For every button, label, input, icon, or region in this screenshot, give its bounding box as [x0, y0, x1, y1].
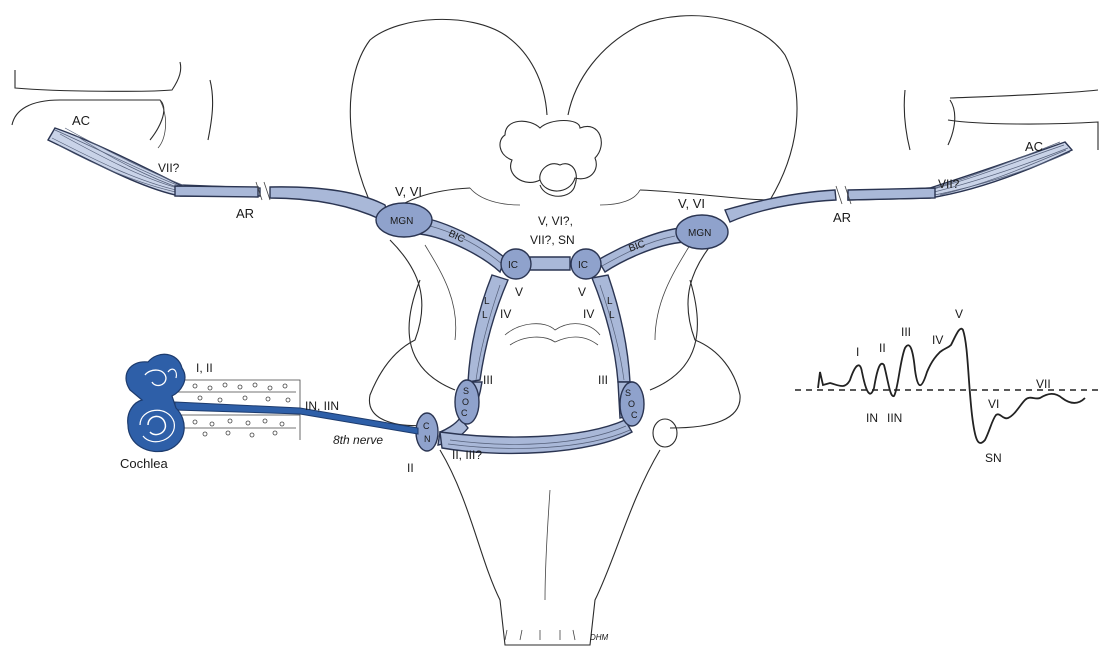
- label-v-right: V: [578, 285, 586, 299]
- label-v-vi-right: V, VI: [678, 196, 705, 211]
- label-trough-iin: IIN: [887, 411, 902, 425]
- label-ac-right: AC: [1025, 139, 1043, 154]
- label-ll-left-1: L: [484, 296, 490, 307]
- label-ic-left: IC: [508, 260, 518, 271]
- label-peak-v: V: [955, 307, 963, 321]
- label-ic-right: IC: [578, 260, 588, 271]
- label-soc-left-c: C: [461, 408, 468, 418]
- label-ll-right-1: L: [607, 296, 613, 307]
- left-auditory-cortex: [12, 62, 260, 196]
- label-iii-left: III: [483, 373, 493, 387]
- label-ii-iii: II, III?: [452, 448, 482, 462]
- label-v-vi-left: V, VI: [395, 184, 422, 199]
- label-soc-left-o: O: [462, 397, 469, 407]
- label-center-top: V, VI?,: [538, 214, 573, 228]
- abr-waveform: [795, 329, 1100, 443]
- label-cochlea: Cochlea: [120, 456, 168, 471]
- label-soc-left-s: S: [463, 386, 469, 396]
- label-ar-left: AR: [236, 206, 254, 221]
- label-vii-left: VII?: [158, 161, 180, 175]
- label-mgn-right: MGN: [688, 228, 711, 239]
- label-peak-iii: III: [901, 325, 911, 339]
- label-peak-iv: IV: [932, 333, 943, 347]
- label-center-bottom: VII?, SN: [530, 233, 575, 247]
- right-auditory-cortex: [848, 90, 1098, 200]
- label-soc-right-c: C: [631, 410, 638, 420]
- label-v-left: V: [515, 285, 523, 299]
- label-peak-vii: VII: [1036, 377, 1051, 391]
- label-peak-ii: II: [879, 341, 886, 355]
- label-soc-right-s: S: [625, 388, 631, 398]
- label-trough-in: IN: [866, 411, 878, 425]
- label-ar-right: AR: [833, 210, 851, 225]
- cn-nucleus: [416, 413, 438, 451]
- label-signature: DHM: [590, 633, 609, 642]
- label-vii-right: VII?: [938, 177, 960, 191]
- label-iii-right: III: [598, 373, 608, 387]
- label-peak-vi: VI: [988, 397, 999, 411]
- label-cn-n: N: [424, 434, 431, 444]
- label-ac-left: AC: [72, 113, 90, 128]
- label-soc-right-o: O: [628, 399, 635, 409]
- label-trough-sn: SN: [985, 451, 1002, 465]
- label-ii: II: [407, 461, 414, 475]
- label-8th-nerve: 8th nerve: [333, 433, 383, 447]
- label-in-iin: IN, IIN: [305, 399, 339, 413]
- label-cn-c: C: [423, 421, 430, 431]
- label-ll-left-2: L: [482, 310, 488, 321]
- label-i-ii: I, II: [196, 361, 213, 375]
- label-peak-i: I: [856, 345, 859, 359]
- label-iv-left: IV: [500, 307, 511, 321]
- label-iv-right: IV: [583, 307, 594, 321]
- label-mgn-left: MGN: [390, 216, 413, 227]
- label-ll-right-2: L: [609, 310, 615, 321]
